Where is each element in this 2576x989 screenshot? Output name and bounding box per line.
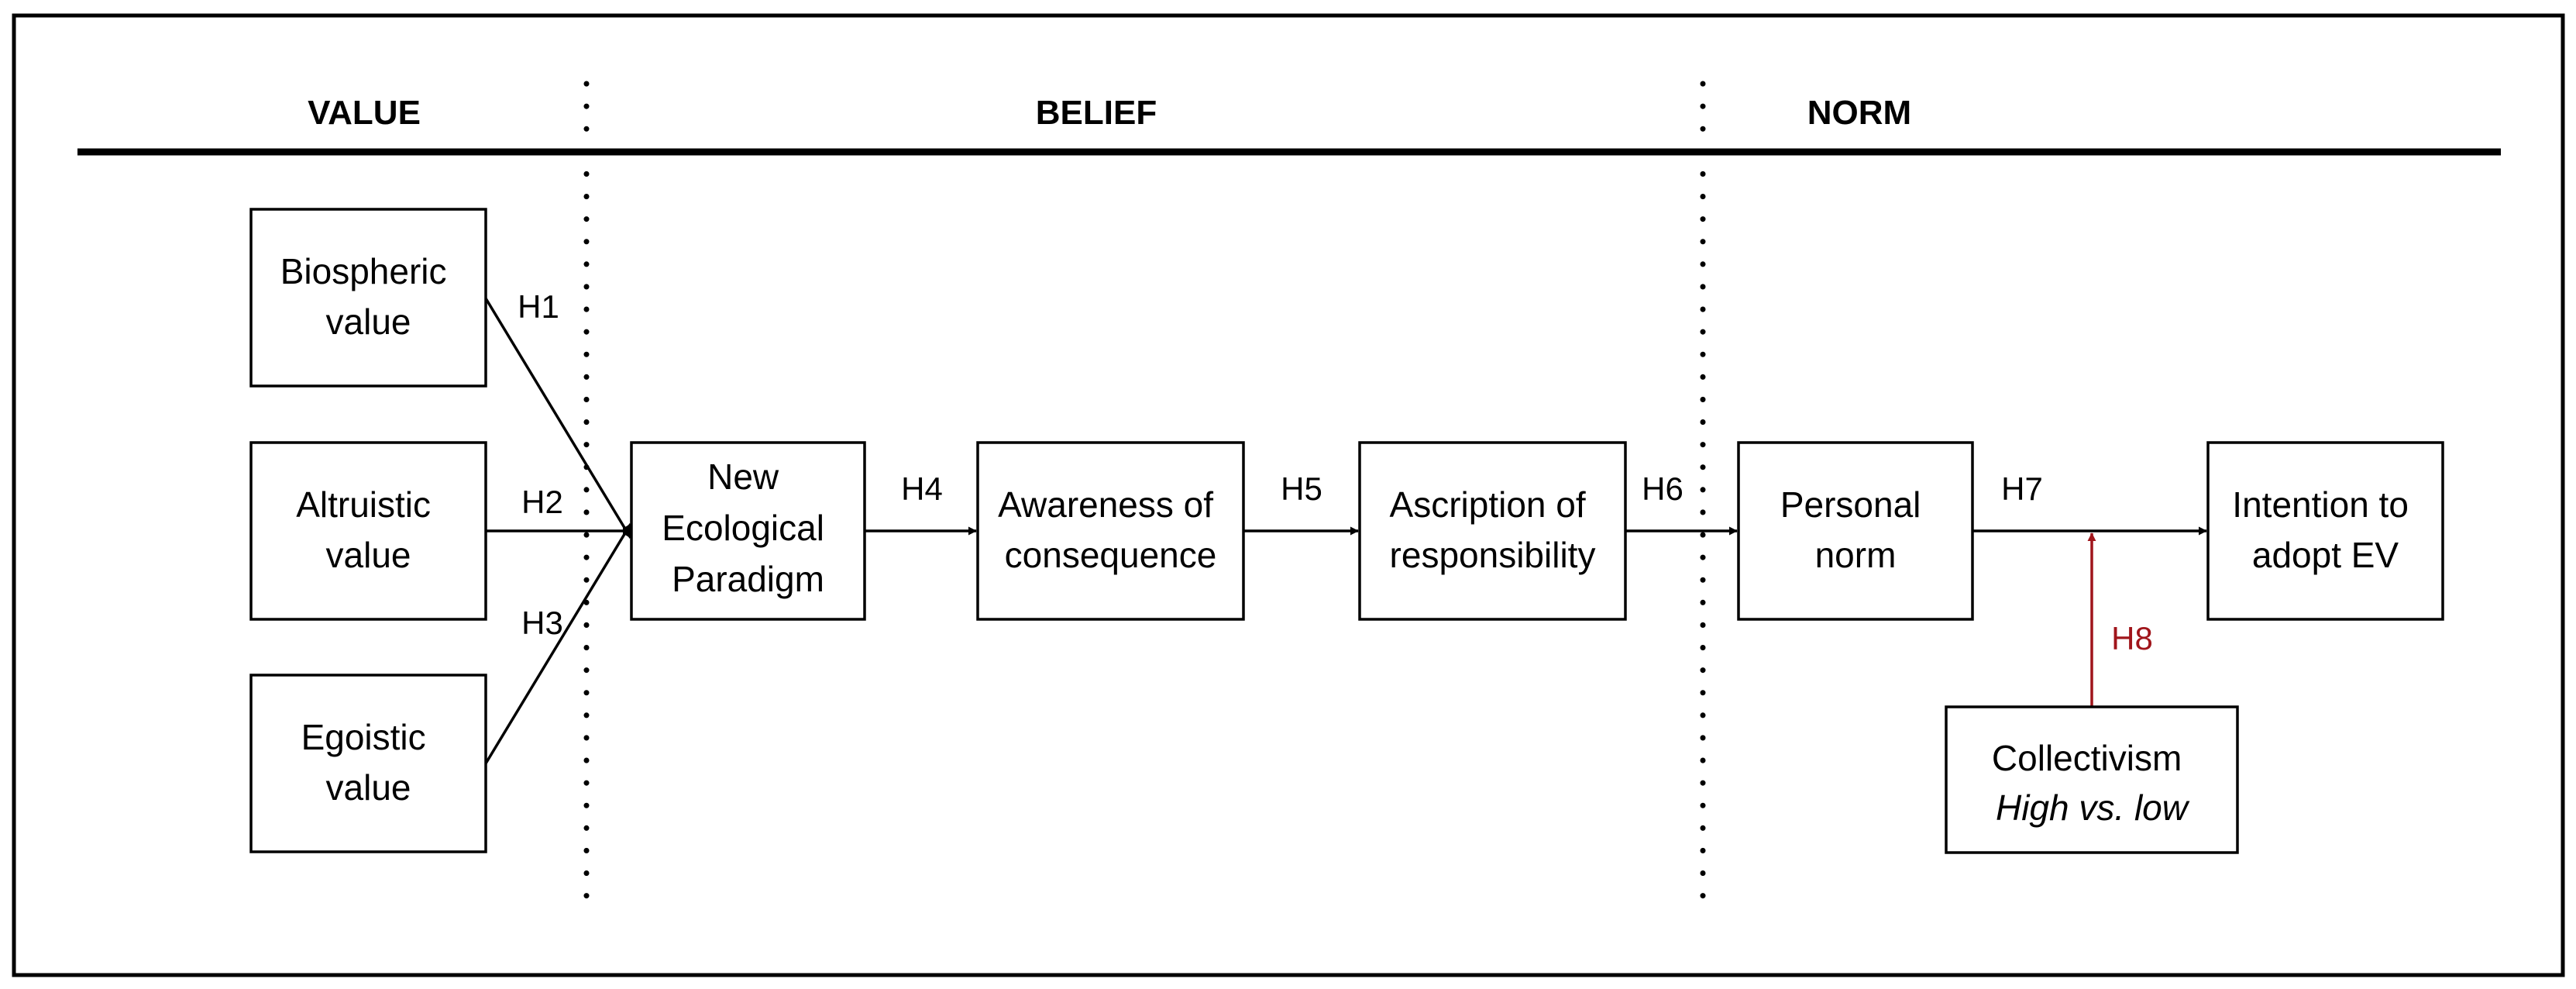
section-label-belief: BELIEF (1036, 94, 1157, 132)
svg-text:New Ecological Par: New Ecological Paradigm (662, 457, 834, 599)
box-intention-to-adopt-ev: Intention to adopt EV (2206, 441, 2444, 621)
box-awareness-of-consequence: Awareness of consequence (976, 441, 1245, 621)
box-nep-line-3: Paradigm (672, 559, 824, 599)
outer-frame (12, 13, 2565, 977)
arrow-h3 (484, 523, 632, 764)
box-collectivism: Collectivism High vs. low (1945, 705, 2239, 854)
box-nep-line-2: Ecological (662, 508, 824, 548)
svg-text:Egoistic value: Egoistic value (301, 717, 436, 808)
box-awareness-line-2: consequence (1005, 535, 1217, 575)
box-collectivism-line-2: High vs. low (1996, 787, 2190, 828)
box-ascription-line-2: responsibility (1390, 535, 1596, 575)
box-egoistic-line-2: value (326, 767, 411, 808)
box-biospheric-line-2: value (326, 302, 411, 342)
hypothesis-label-h4: H4 (901, 470, 943, 507)
box-altruistic-value: Altruistic value (249, 441, 487, 621)
svg-text:Ascription of responsibi: Ascription of responsibility (1390, 484, 1596, 575)
box-intention-line-2: adopt EV (2252, 535, 2399, 575)
svg-text:Awareness of consequence: Awareness of consequence (998, 484, 1223, 575)
box-altruistic-line-1: Altruistic (296, 484, 431, 525)
box-new-ecological-paradigm: New Ecological Paradigm (630, 441, 866, 621)
box-egoistic-value: Egoistic value (249, 674, 487, 853)
box-personal-norm: Personal norm (1737, 441, 1974, 621)
box-ascription-line-1: Ascription of (1390, 484, 1586, 525)
box-biospheric-line-1: Biospheric (280, 251, 447, 291)
hypothesis-label-h2: H2 (521, 484, 563, 520)
arrow-h1 (484, 298, 632, 539)
box-altruistic-line-2: value (326, 535, 411, 575)
box-awareness-line-1: Awareness of (998, 484, 1213, 525)
hypothesis-label-h3: H3 (521, 605, 563, 641)
box-collectivism-line-1: Collectivism (1992, 738, 2182, 778)
hypothesis-label-h8: H8 (2111, 620, 2153, 656)
hypothesis-label-h7: H7 (2001, 470, 2043, 507)
svg-text:Intention to adopt EV: Intention to adopt EV (2232, 484, 2418, 575)
hypothesis-label-h6: H6 (1642, 470, 1684, 507)
box-personal-norm-line-2: norm (1815, 535, 1897, 575)
box-biospheric-value: Biospheric value (249, 208, 487, 388)
box-intention-line-1: Intention to (2232, 484, 2409, 525)
box-ascription-of-responsibility: Ascription of responsibility (1358, 441, 1627, 621)
svg-text:Biospheric value: Biospheric value (280, 251, 457, 342)
section-label-norm: NORM (1807, 94, 1911, 132)
svg-text:Collectivism High vs. lo: Collectivism High vs. low (1992, 738, 2192, 828)
svg-text:Personal norm: Personal norm (1780, 484, 1931, 575)
svg-text:Altruistic value: Altruistic value (296, 484, 441, 575)
box-personal-norm-line-1: Personal (1780, 484, 1921, 525)
section-label-value: VALUE (308, 94, 421, 132)
hypothesis-label-h1: H1 (518, 288, 559, 325)
box-egoistic-line-1: Egoistic (301, 717, 426, 757)
hypothesis-label-h5: H5 (1281, 470, 1322, 507)
box-nep-line-1: New (707, 457, 779, 497)
